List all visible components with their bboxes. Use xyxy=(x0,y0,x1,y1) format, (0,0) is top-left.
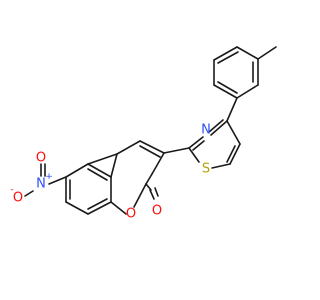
nitro-nitrogen-charge: + xyxy=(45,172,53,182)
bond xyxy=(211,163,231,169)
bond xyxy=(188,136,204,149)
bond xyxy=(210,120,228,136)
bond xyxy=(116,140,141,155)
nitro-oxygen-charge: - xyxy=(10,185,13,195)
bond xyxy=(24,190,34,197)
nitro-nitrogen-label: N xyxy=(36,177,46,192)
bond xyxy=(226,97,238,122)
bond xyxy=(236,46,259,60)
bond xyxy=(139,145,161,158)
bond xyxy=(208,119,224,133)
bond xyxy=(48,176,67,185)
bond xyxy=(145,183,152,191)
bond xyxy=(65,201,89,215)
bond xyxy=(87,198,108,210)
bond xyxy=(151,152,165,175)
atom-labels: N + O O - N S O O xyxy=(10,123,210,222)
molecule-structure: N + O O - N S O O xyxy=(10,46,277,222)
bond xyxy=(236,84,259,99)
bond xyxy=(87,153,118,165)
nitro-oxygen-left-label: O xyxy=(13,191,23,206)
bond xyxy=(65,163,89,178)
nitro-oxygen-top-label: O xyxy=(36,151,46,166)
bond xyxy=(188,147,200,163)
bond xyxy=(257,46,277,60)
bonds xyxy=(24,46,277,215)
bond xyxy=(87,168,108,181)
bond xyxy=(145,173,153,185)
bond xyxy=(110,153,118,178)
bond xyxy=(213,46,238,61)
bond xyxy=(192,140,205,151)
carbonyl-oxygen-label: O xyxy=(152,204,162,219)
bond xyxy=(139,140,165,154)
thiazole-sulfur-label: S xyxy=(202,162,210,177)
bond xyxy=(149,189,155,200)
thiazole-nitrogen-label: N xyxy=(201,123,211,138)
bond xyxy=(110,201,127,215)
structure-canvas: N + O O - N S O O xyxy=(10,46,277,222)
bond xyxy=(217,51,239,64)
bond xyxy=(133,183,147,208)
bond xyxy=(87,201,112,215)
ring-oxygen-label: O xyxy=(126,207,136,222)
bond xyxy=(229,143,241,165)
bond xyxy=(87,163,112,178)
bond xyxy=(217,81,238,94)
bond xyxy=(226,120,241,145)
bond xyxy=(154,187,159,197)
bond xyxy=(226,145,236,163)
bond xyxy=(213,84,238,99)
bond xyxy=(163,147,190,154)
